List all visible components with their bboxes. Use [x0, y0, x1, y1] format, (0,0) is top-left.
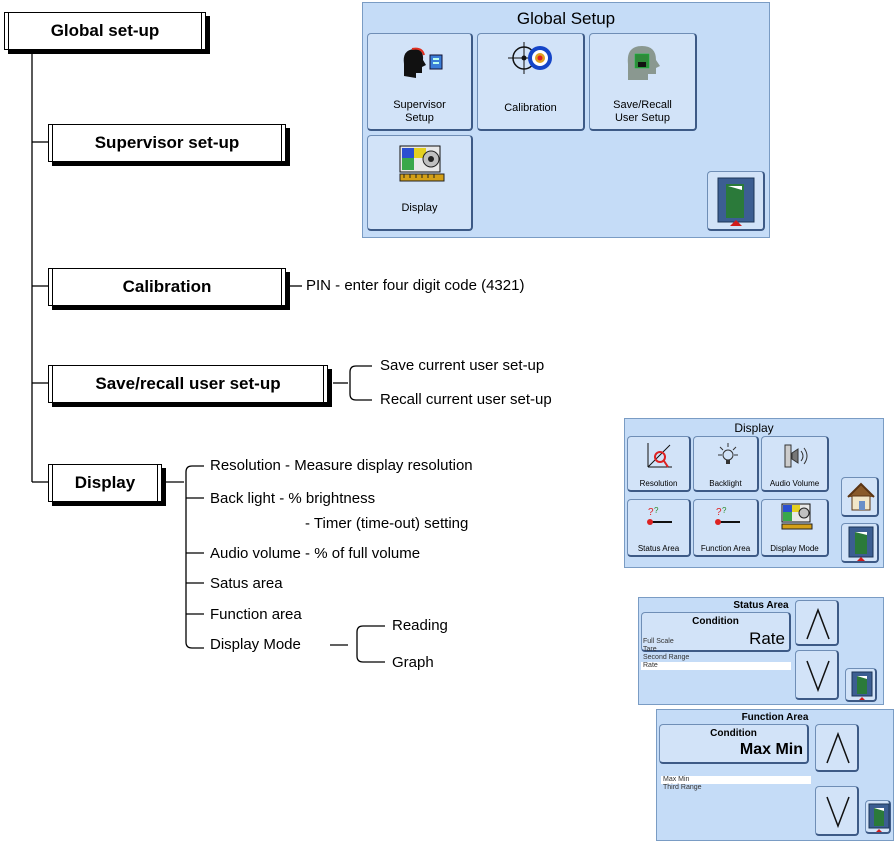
status-down-button[interactable] — [795, 650, 839, 700]
display-status-item: Satus area — [210, 575, 283, 592]
function-area-title: Function Area — [741, 712, 809, 723]
function-area-button[interactable]: ? ? Function Area — [693, 499, 759, 557]
function-up-button[interactable] — [815, 724, 859, 772]
supervisor-label-2: Setup — [405, 112, 434, 124]
function-area-label: Function Area — [700, 544, 751, 553]
function-condition-field[interactable]: Condition Max Min — [659, 724, 809, 764]
calibration-note: PIN - enter four digit code (4321) — [306, 277, 525, 294]
home-button[interactable] — [841, 477, 879, 517]
exit-door-icon — [868, 803, 890, 832]
node-global-setup: Global set-up — [4, 12, 206, 50]
backlight-bulb-icon — [718, 443, 738, 464]
node-global-setup-label: Global set-up — [50, 21, 160, 40]
status-condition-field[interactable]: Condition Rate — [641, 612, 791, 652]
status-option[interactable]: Second Range — [643, 654, 690, 661]
global-setup-screen: Global Setup Supervisor Setup Calibratio… — [362, 2, 770, 238]
function-option-selected[interactable]: Max Min — [661, 776, 811, 784]
status-area-button[interactable]: ? ? Status Area — [627, 499, 691, 557]
display-mode-graph: Graph — [392, 654, 434, 671]
node-supervisor-setup: Supervisor set-up — [48, 124, 286, 162]
svg-text:?: ? — [648, 507, 654, 518]
save-recall-label-1: Save/Recall — [613, 99, 672, 111]
display-function-item: Function area — [210, 606, 302, 623]
audio-volume-label: Audio Volume — [769, 479, 820, 488]
exit-button[interactable] — [707, 171, 765, 231]
backlight-label: Backlight — [709, 479, 742, 488]
svg-text:?: ? — [716, 507, 722, 518]
function-condition-value: Max Min — [739, 741, 803, 758]
audio-speaker-icon — [784, 444, 808, 468]
status-option[interactable]: Tare — [643, 646, 657, 653]
display-mode-item: Display Mode — [210, 636, 301, 653]
function-exit-button[interactable] — [865, 800, 891, 834]
exit-door-icon — [717, 177, 755, 226]
display-audio-item: Audio volume - % of full volume — [210, 545, 421, 562]
status-options-list: Full Scale Tare Second Range Rate — [641, 638, 791, 670]
status-condition-value: Rate — [749, 629, 785, 648]
status-exit-button[interactable] — [845, 668, 877, 702]
display-label: Display — [401, 202, 438, 214]
global-setup-title: Global Setup — [516, 9, 616, 28]
node-supervisor-label: Supervisor set-up — [94, 133, 240, 152]
exit-door-icon — [848, 526, 874, 561]
function-down-button[interactable] — [815, 786, 859, 836]
display-mode-reading: Reading — [392, 617, 448, 634]
node-calibration-label: Calibration — [122, 277, 212, 296]
exit-door-icon — [851, 671, 873, 700]
node-display-label: Display — [74, 473, 136, 492]
node-display: Display — [48, 464, 162, 502]
backlight-button[interactable]: Backlight — [693, 436, 759, 492]
display-button[interactable]: Display — [367, 135, 473, 231]
calibration-button[interactable]: Calibration — [477, 33, 585, 131]
display-mode-label: Display Mode — [770, 544, 819, 553]
display-screen-title: Display — [734, 421, 774, 435]
node-calibration: Calibration — [48, 268, 286, 306]
up-arrow-icon — [826, 731, 850, 764]
supervisor-label-1: Supervisor — [393, 99, 446, 111]
function-area-screen: Function Area Condition Max Min Max Min … — [656, 709, 894, 841]
node-save-recall-label: Save/recall user set-up — [95, 374, 281, 393]
status-area-icon: ? ? — [647, 506, 672, 525]
svg-text:?: ? — [654, 506, 659, 515]
display-exit-button[interactable] — [841, 523, 879, 563]
status-up-button[interactable] — [795, 600, 839, 646]
status-option-selected[interactable]: Rate — [641, 662, 791, 670]
function-option[interactable]: Third Range — [663, 784, 702, 791]
supervisor-head-icon — [403, 47, 443, 78]
audio-volume-button[interactable]: Audio Volume — [761, 436, 829, 492]
save-head-icon — [627, 46, 660, 80]
calibration-target-icon — [508, 42, 552, 74]
display-backlight-timer-item: - Timer (time-out) setting — [305, 515, 469, 532]
function-area-icon: ? ? — [715, 506, 740, 525]
calibration-label: Calibration — [504, 102, 557, 114]
supervisor-setup-button[interactable]: Supervisor Setup — [367, 33, 473, 131]
down-arrow-icon — [826, 796, 850, 829]
status-area-screen: Status Area Condition Rate Full Scale Ta… — [638, 597, 884, 705]
resolution-button[interactable]: Resolution — [627, 436, 691, 492]
resolution-label: Resolution — [639, 479, 678, 488]
display-screen: Display Resolution Backlight Audio Volum… — [624, 418, 884, 568]
function-condition-label: Condition — [710, 728, 757, 739]
home-icon — [847, 482, 875, 511]
up-arrow-icon — [806, 607, 830, 640]
resolution-graph-icon — [647, 443, 672, 468]
display-resolution-item: Resolution - Measure display resolution — [210, 457, 473, 474]
status-condition-label: Condition — [692, 616, 739, 627]
display-mode-icon — [781, 503, 813, 530]
display-backlight-item: Back light - % brightness — [210, 490, 376, 507]
save-recall-button[interactable]: Save/Recall User Setup — [589, 33, 697, 131]
function-options-list: Max Min Third Range — [661, 776, 811, 792]
down-arrow-icon — [806, 660, 830, 693]
svg-text:?: ? — [722, 506, 727, 515]
save-recall-label-2: User Setup — [614, 112, 671, 124]
save-option: Save current user set-up — [380, 357, 545, 374]
display-monitor-icon — [399, 145, 445, 182]
status-option[interactable]: Full Scale — [643, 638, 674, 645]
status-area-label: Status Area — [637, 544, 680, 553]
recall-option: Recall current user set-up — [380, 391, 552, 408]
display-mode-button[interactable]: Display Mode — [761, 499, 829, 557]
node-save-recall: Save/recall user set-up — [48, 365, 328, 403]
status-area-title: Status Area — [733, 600, 789, 611]
